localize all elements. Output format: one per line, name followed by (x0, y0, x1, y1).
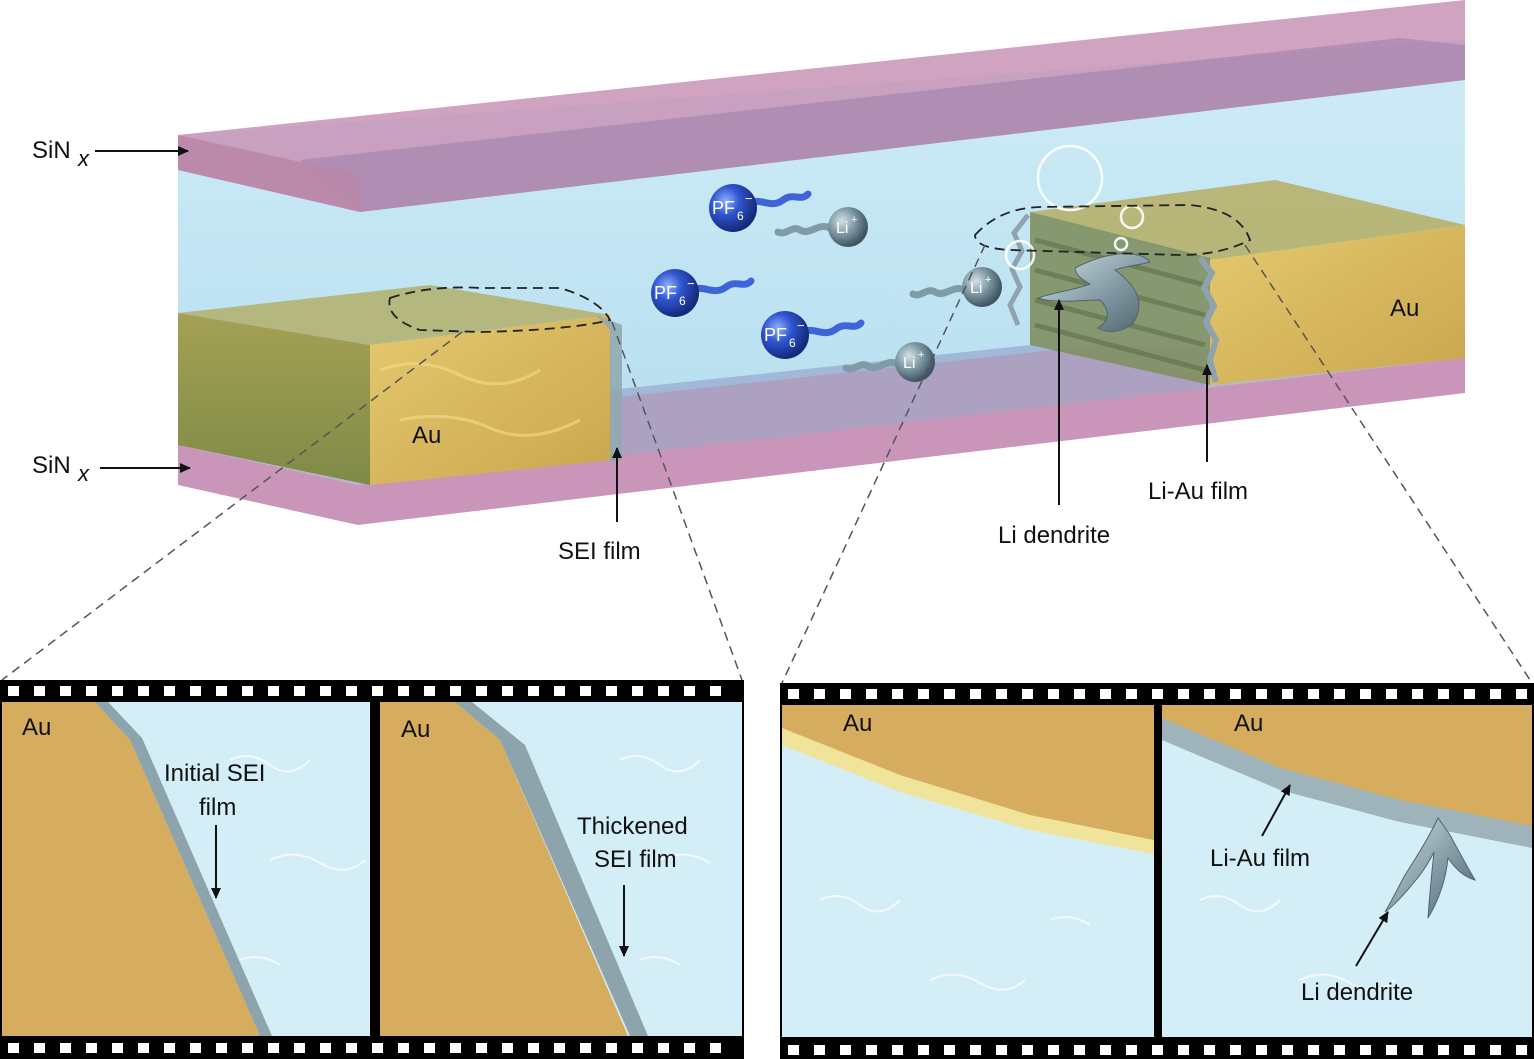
right-frame-dendrite: Au Li-Au film Li dendrite (1162, 705, 1532, 1037)
au-left-side (178, 313, 370, 485)
ions: PF 6 − PF 6 − PF 6 − Li + Li + (651, 184, 1002, 382)
water-ripples-4 (1199, 895, 1396, 991)
left-strip-top-holes (8, 686, 721, 696)
pf6-label: PF (712, 198, 735, 218)
li-sup: + (918, 349, 924, 361)
li-sup: + (985, 274, 991, 286)
water-ripples-2 (619, 755, 711, 966)
sei-initial (95, 702, 272, 1036)
frame4-au-label: Au (1234, 710, 1263, 737)
top-labels: SiN x SiN x Au Au SEI film Li dendrite L… (32, 137, 1419, 565)
label-li-au-film: Li-Au film (1148, 478, 1248, 505)
sinx-top-slab-inner (300, 38, 1465, 212)
au-edge-initial (782, 728, 1154, 854)
li-label: Li (903, 355, 915, 372)
au-left-ripples (379, 362, 581, 437)
water-ripples-3 (819, 895, 1091, 991)
sei-left-film (596, 315, 622, 462)
label-au-right: Au (1390, 295, 1419, 322)
li-ion-2: Li + (909, 267, 1002, 307)
au-block-left (178, 285, 622, 485)
zoom-region-right (974, 204, 1252, 256)
au-block-right (1007, 180, 1465, 385)
label-sinx-top-sub: x (77, 146, 90, 171)
left-frame-initial: Au Initial SEI film (2, 702, 370, 1036)
label-li-dendrite-frame: Li dendrite (1301, 979, 1413, 1006)
pf6-sub: 6 (679, 294, 686, 308)
sinx-top-front (178, 135, 360, 212)
pf6-sub: 6 (737, 209, 744, 223)
au-left-front (370, 315, 612, 485)
li-au-band (1162, 718, 1532, 848)
pf6-sub: 6 (789, 336, 796, 350)
frame3-au-label: Au (843, 710, 872, 737)
frame1-au-label: Au (22, 714, 51, 741)
water-ripples-1 (229, 755, 366, 966)
sinx-bottom-slab (178, 358, 1465, 525)
pf6-ion-2: PF 6 − (651, 269, 755, 317)
left-frame-thickened: Au Thickened SEI film (380, 702, 742, 1036)
au-right-front (1210, 225, 1465, 385)
sei-thickened (455, 702, 648, 1036)
label-li-dendrite: Li dendrite (998, 522, 1110, 549)
pf6-sup: − (745, 191, 753, 206)
pf6-ion-3: PF 6 − (761, 311, 865, 359)
frame2-au-label: Au (401, 716, 430, 743)
pf6-ion-1: PF 6 − (709, 184, 812, 232)
pf6-label: PF (654, 283, 677, 303)
zoom-guides (1, 244, 1533, 684)
li-au-film-edge-left (1007, 213, 1030, 326)
right-strip-bottom-holes (788, 1045, 1527, 1055)
label-li-au-film-frame: Li-Au film (1210, 845, 1310, 872)
li-ion-1: Li + (774, 207, 868, 247)
pf6-label: PF (764, 325, 787, 345)
pf6-sup: − (687, 276, 695, 291)
right-strip-top-holes (788, 689, 1527, 699)
li-dendrite-top (1036, 253, 1151, 332)
right-film-strip: Au Au Li-Au film Li dendrite (780, 683, 1534, 1059)
pf6-sup: − (797, 318, 805, 333)
label-sinx-bottom-sub: x (77, 461, 90, 486)
label-sei-film: SEI film (558, 538, 641, 565)
li-sup: + (851, 214, 857, 226)
au-wedge-thickened (380, 702, 628, 1036)
label-sinx-top: SiN (32, 137, 71, 164)
thickened-sei-line1: Thickened (577, 813, 688, 840)
arrow-li-au-frame (1261, 784, 1291, 837)
au-wedge-initial (2, 702, 260, 1036)
li-label: Li (836, 220, 848, 237)
arrow-li-dendrite-frame (1355, 911, 1389, 967)
li-dendrite-frame (1384, 817, 1477, 919)
initial-sei-line1: Initial SEI (164, 760, 265, 787)
li-label: Li (970, 280, 982, 297)
right-frame-initial: Au (782, 705, 1154, 1037)
left-film-strip: Au Initial SEI film Au Thickened SEI fil… (0, 680, 744, 1059)
au-band-initial (782, 705, 1154, 842)
zoom-region-left (388, 286, 612, 333)
initial-sei-line2: film (199, 794, 236, 821)
left-strip-bottom-holes (8, 1043, 721, 1053)
label-au-left: Au (412, 422, 441, 449)
li-au-film-edge (1197, 256, 1220, 383)
label-sinx-bottom: SiN (32, 452, 71, 479)
thickened-sei-line2: SEI film (594, 846, 677, 873)
au-band-dendrite (1162, 705, 1532, 832)
liquid-cell (178, 0, 1465, 525)
li-ion-3: Li + (842, 342, 935, 382)
